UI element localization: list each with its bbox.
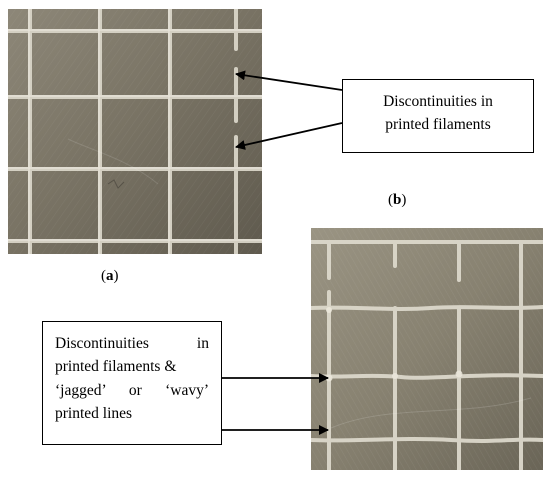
photo-panel-a	[8, 9, 262, 254]
label-b-close: )	[401, 192, 407, 208]
panel-label-b: (b)	[388, 192, 406, 209]
callout-box-b: Discontinuities in printed filaments & ‘…	[42, 321, 222, 445]
metal-grid-image-a	[8, 9, 262, 254]
label-a-open: (	[101, 268, 106, 284]
label-b-letter: b	[393, 192, 402, 208]
label-a-close: )	[113, 268, 119, 284]
callout-b-line3: ‘jagged’ or ‘wavy’	[55, 381, 209, 399]
callout-b-line4: printed lines	[55, 404, 133, 422]
label-a-letter: a	[106, 268, 114, 284]
callout-a-line2: printed filaments	[385, 116, 491, 134]
label-b-open: (	[388, 192, 393, 208]
photo-panel-b	[311, 228, 543, 470]
callout-b-line1: Discontinuities in	[55, 335, 209, 352]
callout-a-line1: Discontinuities in	[383, 93, 493, 110]
callout-b-line2: printed filaments &	[55, 358, 177, 376]
callout-box-a: Discontinuities in printed filaments	[342, 79, 534, 153]
metal-grid-image-b	[311, 228, 543, 470]
panel-label-a: (a)	[101, 268, 119, 285]
